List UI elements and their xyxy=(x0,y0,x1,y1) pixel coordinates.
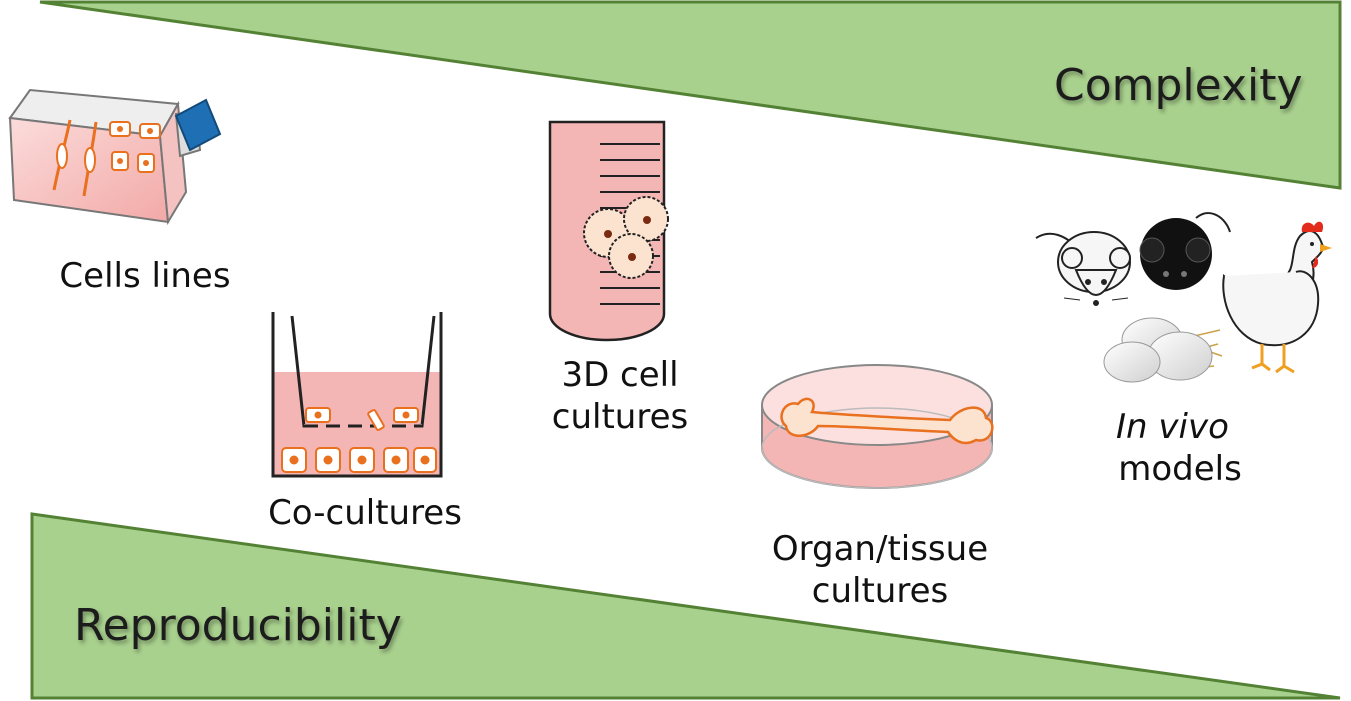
eggs-icon xyxy=(1103,317,1223,383)
complexity-wedge xyxy=(39,0,1342,190)
white-mouse-icon xyxy=(1035,231,1131,306)
reproducibility-wedge xyxy=(30,512,1341,700)
3d-cultures-label-line1: 3D cell xyxy=(561,355,679,395)
3d-cultures-label-line2: cultures xyxy=(551,397,689,437)
in-vivo-label: In vivo models xyxy=(1090,406,1270,490)
organ-cultures-label: Organ/tissue cultures xyxy=(740,528,1020,612)
organ-cultures-label-line2: cultures xyxy=(811,571,949,611)
3d-cultures-label: 3D cell cultures xyxy=(520,354,720,438)
organ-cultures-label-line1: Organ/tissue xyxy=(771,529,989,569)
black-mouse-icon xyxy=(1139,212,1231,290)
chicken-icon xyxy=(1222,221,1332,374)
culture-flask-icon xyxy=(8,88,222,226)
in-vivo-label-line1: In vivo xyxy=(1116,407,1229,447)
animals-icon xyxy=(1035,212,1332,383)
co-cultures-label: Co-cultures xyxy=(268,493,462,533)
complexity-label: Complexity xyxy=(1054,60,1303,111)
transwell-insert-icon xyxy=(271,312,443,478)
in-vivo-label-line2: models xyxy=(1118,449,1242,489)
spheroid-tube-icon xyxy=(548,120,669,342)
cell-lines-label: Cells lines xyxy=(59,256,231,296)
reproducibility-label: Reproducibility xyxy=(74,600,402,651)
petri-dish-bone-icon xyxy=(761,364,994,489)
